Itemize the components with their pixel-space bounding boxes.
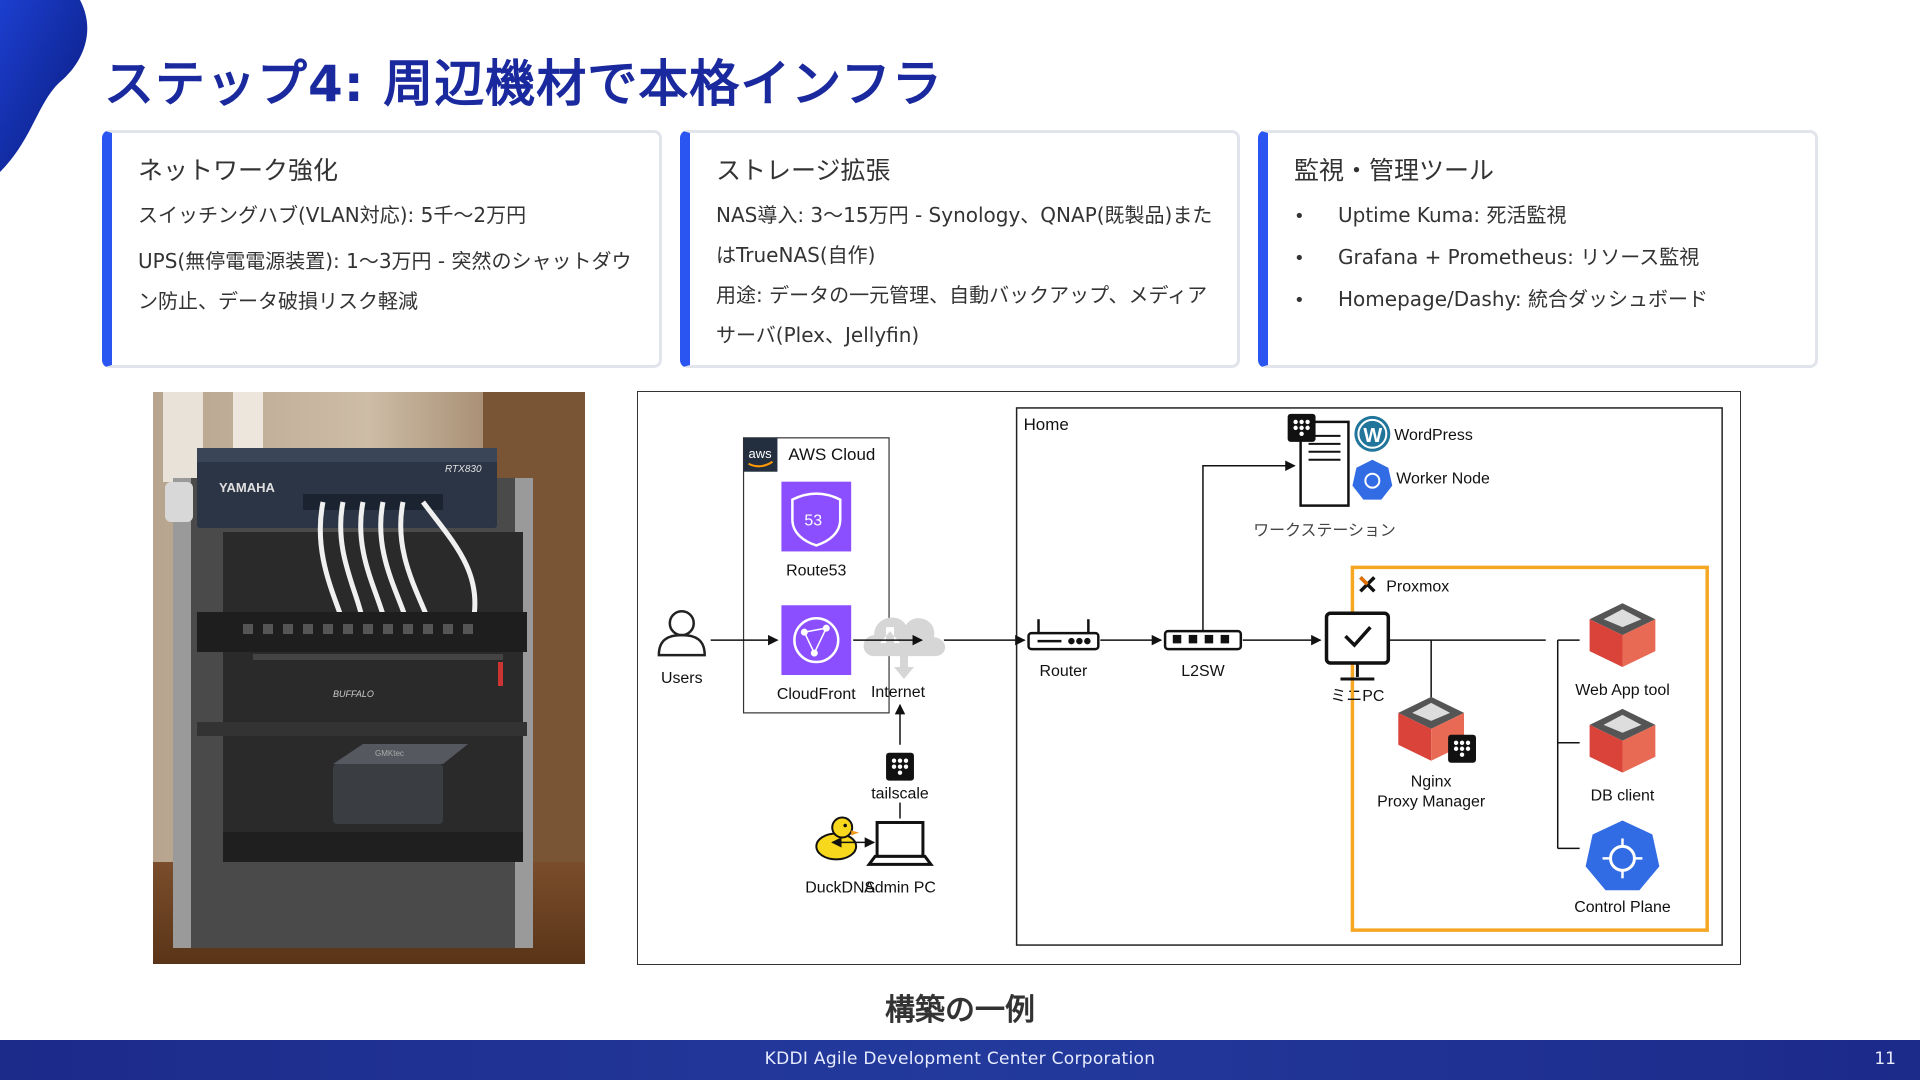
web-app-vm-icon: [1589, 603, 1656, 668]
route53-icon-text: 53: [804, 513, 822, 530]
card-heading: ネットワーク強化: [138, 156, 339, 185]
wordpress-icon: W: [1354, 415, 1391, 452]
admin-pc-label: Admin PC: [864, 879, 936, 896]
proxmox-label: Proxmox: [1386, 578, 1449, 595]
footer-company: KDDI Agile Development Center Corporatio…: [764, 1049, 1156, 1069]
k8s-worker-icon: [1352, 459, 1393, 500]
rack-photo: YAMAHA RTX830 BUFFALO: [153, 392, 585, 964]
workstation-icon: [1287, 413, 1350, 507]
home-boundary: [1015, 407, 1723, 946]
l2sw-label: L2SW: [1181, 663, 1224, 680]
minipc-label: ミニPC: [1330, 688, 1384, 705]
users-icon: [657, 609, 706, 657]
internet-label: Internet: [871, 684, 926, 701]
switch-brand-label: BUFFALO: [333, 689, 374, 699]
proxmox-icon: [1359, 576, 1376, 593]
nginx-vm-icon: [1398, 696, 1476, 763]
cloudfront-label: CloudFront: [777, 686, 856, 703]
db-client-vm-icon: [1589, 708, 1656, 773]
aws-cloud-boundary: [742, 437, 890, 714]
nginx-label: Nginx: [1411, 774, 1452, 791]
aws-cloud-label: AWS Cloud: [788, 445, 875, 464]
card-network: ネットワーク強化 スイッチングハブ(VLAN対応): 5千〜2万円 UPS(無停…: [102, 130, 662, 368]
card-line: UPS(無停電電源装置): 1〜3万円 - 突然のシャットダウン防止、データ破損…: [138, 249, 632, 313]
duckdns-label: DuckDNS: [805, 879, 875, 896]
wordpress-label: WordPress: [1394, 427, 1473, 444]
router-brand-label: YAMAHA: [219, 480, 275, 495]
router-icon: [1027, 619, 1100, 651]
slide-title: ステップ4: 周辺機材で本格インフラ: [104, 55, 943, 113]
card-line: 用途: データの一元管理、自動バックアップ、メディアサーバ(Plex、Jelly…: [716, 283, 1208, 347]
tailscale-label: tailscale: [871, 786, 929, 803]
users-label: Users: [661, 670, 703, 687]
control-plane-label: Control Plane: [1574, 899, 1671, 916]
k8s-control-plane-icon: [1585, 820, 1660, 891]
card-storage: ストレージ拡張 NAS導入: 3〜15万円 - Synology、QNAP(既製…: [680, 130, 1240, 368]
nginx-label-line2: Proxy Manager: [1377, 794, 1486, 811]
l2sw-icon: [1163, 629, 1243, 651]
network-diagram: Home aws AWS Cloud 53 Route53 CloudFront…: [637, 391, 1741, 965]
duckdns-icon: [815, 816, 860, 861]
corner-decoration: [0, 0, 88, 172]
proxmox-boundary: [1350, 565, 1709, 932]
diagram-caption: 構築の一例: [885, 993, 1035, 1028]
admin-pc-icon: [866, 820, 934, 866]
web-app-tool-label: Web App tool: [1575, 682, 1670, 699]
aws-badge-text: aws: [749, 446, 772, 461]
workstation-label: ワークステーション: [1253, 521, 1396, 539]
worker-node-label: Worker Node: [1396, 471, 1490, 488]
card-monitoring: 監視・管理ツール •Uptime Kuma: 死活監視 •Grafana + P…: [1258, 130, 1818, 368]
router-model-label: RTX830: [445, 464, 482, 475]
route53-label: Route53: [786, 562, 846, 579]
bullet-list: •Uptime Kuma: 死活監視 •Grafana + Prometheus…: [1294, 195, 1793, 321]
db-client-label: DB client: [1591, 788, 1655, 805]
minipc-icon: [1324, 611, 1391, 681]
list-item: •Uptime Kuma: 死活監視: [1294, 203, 1567, 227]
internet-cloud-icon: [863, 617, 946, 679]
page-number: 11: [1874, 1049, 1896, 1069]
list-item: •Grafana + Prometheus: リソース監視: [1294, 245, 1700, 269]
card-line: NAS導入: 3〜15万円 - Synology、QNAP(既製品)またはTru…: [716, 203, 1213, 267]
card-heading: ストレージ拡張: [716, 156, 891, 185]
minipc-brand-label: GMKtec: [375, 749, 404, 758]
footer-bar: KDDI Agile Development Center Corporatio…: [0, 1040, 1920, 1080]
card-heading: 監視・管理ツール: [1294, 156, 1495, 185]
list-item: •Homepage/Dashy: 統合ダッシュボード: [1294, 287, 1708, 311]
home-label: Home: [1024, 415, 1069, 434]
svg-text:W: W: [1363, 425, 1382, 447]
card-line: スイッチングハブ(VLAN対応): 5千〜2万円: [138, 203, 527, 227]
cloudfront-icon: [781, 605, 852, 676]
router-label: Router: [1040, 663, 1089, 680]
